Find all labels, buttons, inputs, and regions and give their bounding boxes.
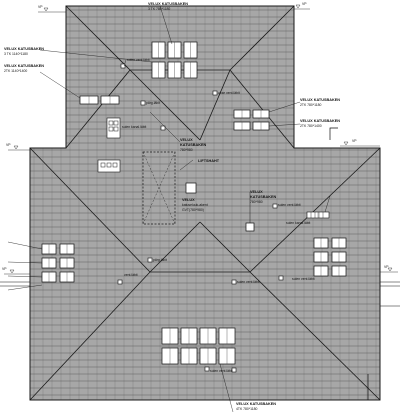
vent-pipe xyxy=(117,279,123,285)
vent-pipe xyxy=(140,100,146,106)
valley-line xyxy=(65,69,131,149)
level-marker: VP xyxy=(38,5,66,13)
annotation: VELUX xyxy=(250,190,263,194)
annotation: 3 TK 780*1180 xyxy=(148,7,170,11)
annotation: sulen vent.läbit xyxy=(127,58,150,62)
hip-line xyxy=(249,147,381,273)
annotation: GVT(780*980) xyxy=(182,208,204,212)
valley-line xyxy=(199,221,251,273)
annotation: 3 TK 1140*1180 xyxy=(4,52,28,56)
velux-window-small xyxy=(185,182,197,194)
valley-line xyxy=(149,221,201,273)
annotation: VELUX KATUSBAKEN xyxy=(4,47,44,51)
annotation: 2TK 780*1180 xyxy=(300,103,322,107)
annotation: 4TK 780*1180 xyxy=(236,407,258,411)
level-marker: VP xyxy=(380,265,398,273)
annotation: pärg.läbit xyxy=(153,258,167,262)
annotation: sulen vent.läbit xyxy=(210,369,233,373)
hip-line xyxy=(229,5,295,71)
valley-line xyxy=(129,69,201,141)
vent-stack xyxy=(97,117,121,173)
annotation: ukse vent.läbit xyxy=(218,91,240,95)
annotation: KATUSBAKEN xyxy=(180,143,207,147)
annotation: VELUX KATUSBAKEN xyxy=(300,119,340,123)
level-marker-label: VP xyxy=(2,267,7,271)
annotation: pärg.läbit xyxy=(146,101,160,105)
annotation: sulen vent.läbit xyxy=(237,280,260,284)
annotation: KATUSBAKEN xyxy=(250,195,277,199)
level-marker: VP xyxy=(2,267,30,275)
vent-pipe xyxy=(278,275,284,281)
annotation: sulen kanal.läbit xyxy=(122,125,146,129)
annotation: 780*980 xyxy=(250,200,263,204)
eave-extensions xyxy=(0,281,400,307)
level-marker: VP xyxy=(6,143,30,151)
valley-line xyxy=(199,69,231,141)
annotation: sulen vent.läbit xyxy=(278,203,301,207)
annotation: sulen vent.läbit xyxy=(292,277,315,281)
lift-shaft xyxy=(142,151,176,225)
hip-line xyxy=(65,5,131,71)
level-markers: VP VP VP VP VP VP xyxy=(2,2,398,275)
vent-pipe xyxy=(147,257,153,263)
annotation: VELUX KATUSBAKEN xyxy=(236,402,276,406)
annotation: sulen kanal.läbit xyxy=(286,221,310,225)
hip-line xyxy=(29,271,151,401)
vent-pipe xyxy=(231,367,237,373)
level-marker-label: VP xyxy=(384,265,389,269)
valley-line xyxy=(229,69,295,149)
level-marker-label: VP xyxy=(352,139,357,143)
annotation: 2TK 780*1400 xyxy=(300,124,322,128)
level-marker-label: VP xyxy=(38,5,43,9)
annotation: VELUX KATUSBAKEN xyxy=(300,98,340,102)
level-marker-label: VP xyxy=(6,143,11,147)
vent-pipe xyxy=(212,90,218,96)
vent-pipe xyxy=(231,279,237,285)
vent-pipe xyxy=(204,366,210,372)
annotation: 2TK 1140*1400 xyxy=(4,69,27,73)
vent-pipes xyxy=(117,63,284,373)
hip-lines xyxy=(29,5,381,401)
velux-window-small xyxy=(245,222,255,232)
annotation: VELUX KATUSBAKEN xyxy=(4,64,44,68)
vent-pipe xyxy=(160,125,166,131)
vent-pipe xyxy=(120,63,126,69)
leader-lines xyxy=(7,5,331,412)
annotation: vent.läbit xyxy=(124,273,138,277)
level-marker: VP xyxy=(340,139,380,147)
annotation: VELUX KATUSBAKEN xyxy=(148,2,188,6)
hip-line xyxy=(249,271,381,401)
annotation: katuseluuk-akent xyxy=(182,203,208,207)
level-marker: VP xyxy=(294,2,310,10)
annotation: VELUX xyxy=(180,138,193,142)
window-mullions xyxy=(48,42,340,364)
vent-pipe xyxy=(272,203,278,209)
annotation: VELUX xyxy=(182,198,195,202)
annotations: VELUX KATUSBAKEN 3 TK 780*1180 VELUX KAT… xyxy=(4,2,340,411)
annotation: LIFTSHAHT xyxy=(198,159,220,163)
annotation: 780*980 xyxy=(180,148,193,152)
hip-line xyxy=(29,147,151,273)
level-marker-label: VP xyxy=(302,2,307,6)
downspout xyxy=(329,127,369,400)
